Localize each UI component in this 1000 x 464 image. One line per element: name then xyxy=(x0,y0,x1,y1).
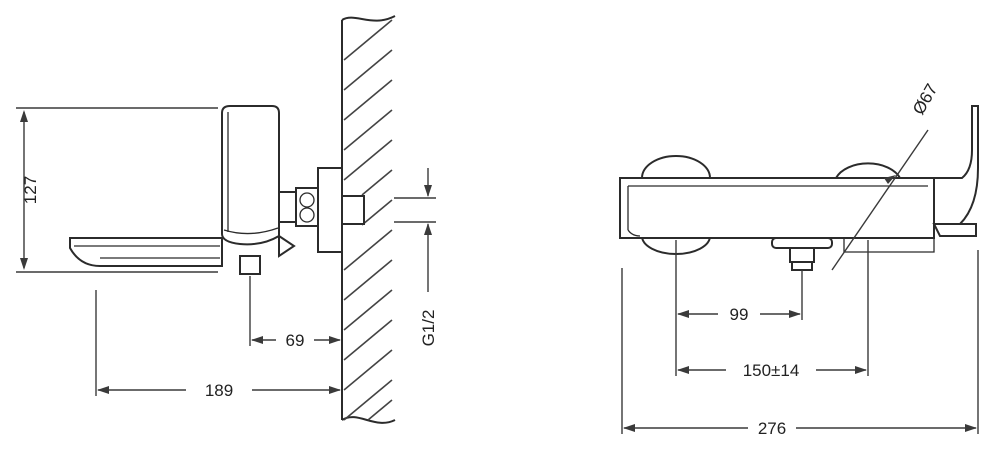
mixer-body xyxy=(221,105,280,246)
dim-d67 xyxy=(831,129,929,271)
dim-69 xyxy=(249,276,341,346)
dim-g12 xyxy=(394,168,436,292)
dim-189-label: 189 xyxy=(205,381,233,400)
dim-g12-label: G1/2 xyxy=(419,310,438,347)
dim-189 xyxy=(95,290,341,396)
dim-150 xyxy=(677,366,867,374)
spout xyxy=(69,234,296,275)
side-view: 127 69 189 G1/2 xyxy=(16,15,438,424)
lever-handle xyxy=(843,105,979,253)
left-rosette xyxy=(640,155,712,179)
front-view: Ø67 99 150±14 276 xyxy=(619,81,979,438)
mixer-body-front xyxy=(619,177,935,239)
eccentric-connector xyxy=(278,167,365,253)
dim-150-label: 150±14 xyxy=(743,361,800,380)
dim-99 xyxy=(677,310,801,318)
right-rosette xyxy=(834,162,902,179)
dim-276-label: 276 xyxy=(758,419,786,438)
wall-section xyxy=(341,15,396,424)
dim-127-label: 127 xyxy=(21,176,40,204)
outlet-nozzle xyxy=(771,237,833,271)
dim-127 xyxy=(16,107,218,273)
dim-99-label: 99 xyxy=(730,305,749,324)
dim-276 xyxy=(623,424,977,432)
dim-69-label: 69 xyxy=(286,331,305,350)
dim-d67-label: Ø67 xyxy=(909,81,942,118)
